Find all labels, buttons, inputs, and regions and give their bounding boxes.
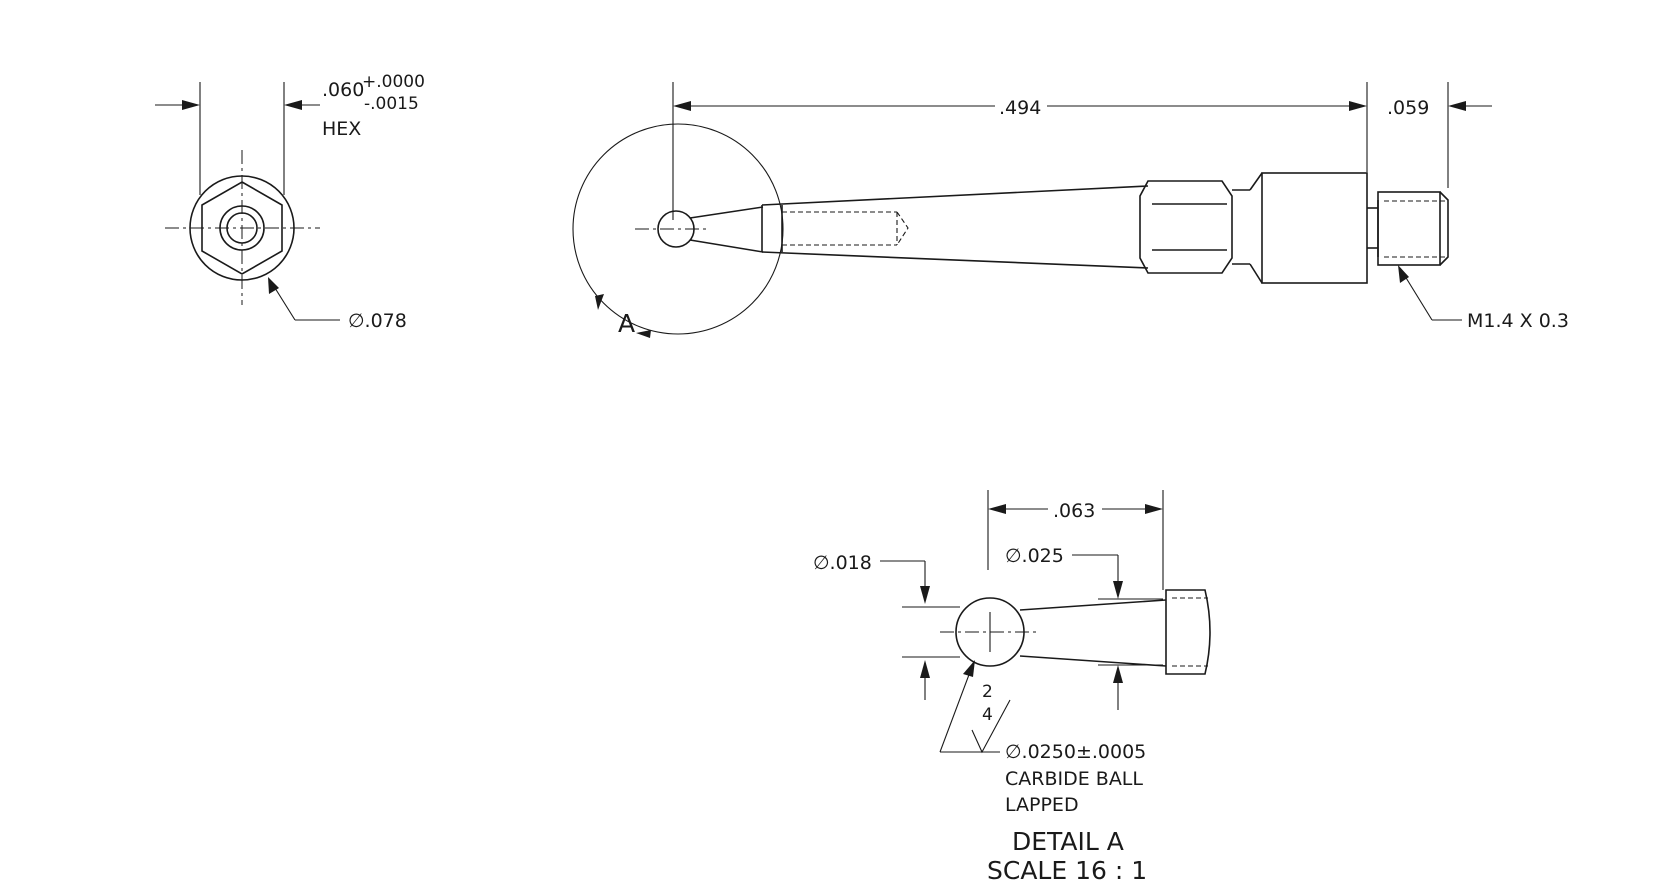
finish-lower: 4 xyxy=(982,705,993,725)
collar-chamfer-bottom xyxy=(1249,263,1263,284)
detail-shaft-end xyxy=(1165,589,1211,675)
hidden-drill-point xyxy=(896,211,909,246)
end-diameter-dim: ∅.078 xyxy=(348,310,407,332)
stem-top xyxy=(689,206,764,219)
arrow-head xyxy=(673,101,691,111)
arrow-head xyxy=(1113,665,1123,683)
arrow-head xyxy=(1145,504,1163,514)
detail-view: .063 ∅.018 ∅.025 2 4 ∅.0250±.0005 CARBID xyxy=(813,490,1211,885)
arrow-head xyxy=(988,504,1006,514)
arrow-head xyxy=(268,277,279,294)
arrow-head xyxy=(1113,581,1123,599)
detail-marker: A xyxy=(618,309,635,338)
detail-stem-bottom xyxy=(1019,655,1167,667)
ball-spec: ∅.0250±.0005 xyxy=(1005,741,1146,763)
end-view: .060 +.0000 -.0015 HEX ∅.078 xyxy=(155,72,425,332)
ball-material: CARBIDE BALL xyxy=(1005,768,1143,790)
side-view: .494 .059 A xyxy=(572,82,1569,338)
arrow-head xyxy=(182,100,200,110)
bore-inner xyxy=(226,212,258,244)
hex-body xyxy=(1139,180,1233,274)
thread-body xyxy=(1377,191,1441,266)
hex-size-dim: .060 xyxy=(322,79,364,101)
arrow-head xyxy=(920,586,930,604)
arrow-head xyxy=(1448,101,1466,111)
ball-finish: LAPPED xyxy=(1005,794,1079,816)
finish-leader xyxy=(939,663,974,753)
arrow-head xyxy=(284,100,302,110)
length-dim: .494 xyxy=(999,97,1041,119)
hex-tol-plus: +.0000 xyxy=(362,72,425,92)
detail-circle xyxy=(572,123,784,335)
probe-ball xyxy=(657,210,695,248)
detail-stem-top xyxy=(1019,599,1167,611)
arrow-head xyxy=(920,660,930,678)
detail-length-dim: .063 xyxy=(1053,500,1095,522)
stem-bottom xyxy=(689,239,764,253)
stem-dia: ∅.025 xyxy=(1005,545,1064,567)
arrow-head xyxy=(1349,101,1367,111)
arrow-head xyxy=(963,660,975,677)
shaft-top xyxy=(761,185,1149,206)
hex-tol-minus: -.0015 xyxy=(364,94,419,114)
finish-upper: 2 xyxy=(982,682,993,702)
outer-circle xyxy=(189,175,295,281)
hex-outline xyxy=(201,181,283,275)
finish-symbol xyxy=(971,699,1011,754)
collar-chamfer-top xyxy=(1249,172,1263,191)
ball-dia-small: ∅.018 xyxy=(813,552,872,574)
arrow-head xyxy=(636,330,651,338)
thread-chamfer xyxy=(1439,191,1449,266)
thread-spec: M1.4 X 0.3 xyxy=(1467,310,1569,332)
bore-outer xyxy=(219,205,265,251)
shaft-bottom xyxy=(761,251,1149,269)
thread-length-dim: .059 xyxy=(1387,97,1429,119)
detail-title: DETAIL A xyxy=(1012,827,1124,856)
hex-label: HEX xyxy=(322,118,361,140)
arrow-head xyxy=(1398,265,1409,283)
arrow-head xyxy=(595,294,604,310)
detail-scale: SCALE 16 : 1 xyxy=(987,856,1147,885)
collar-body xyxy=(1261,172,1368,284)
